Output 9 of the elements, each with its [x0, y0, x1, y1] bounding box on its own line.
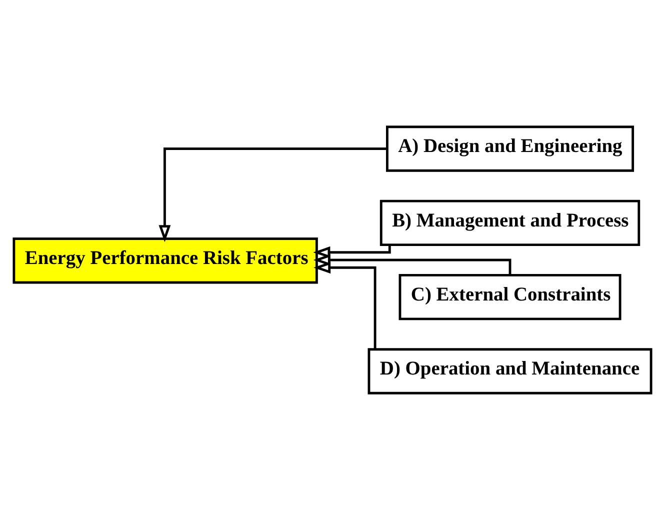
- node-box: A) Design and Engineering: [386, 126, 634, 172]
- arrow: [313, 244, 391, 258]
- arrow: [313, 254, 512, 276]
- arrow: [158, 148, 387, 242]
- node-box: C) External Constraints: [398, 274, 622, 320]
- node-box: D) Operation and Maintenance: [368, 348, 652, 394]
- node-box: Energy Performance Risk Factors: [12, 238, 318, 284]
- node-box: B) Management and Process: [380, 200, 640, 246]
- arrow: [314, 262, 376, 350]
